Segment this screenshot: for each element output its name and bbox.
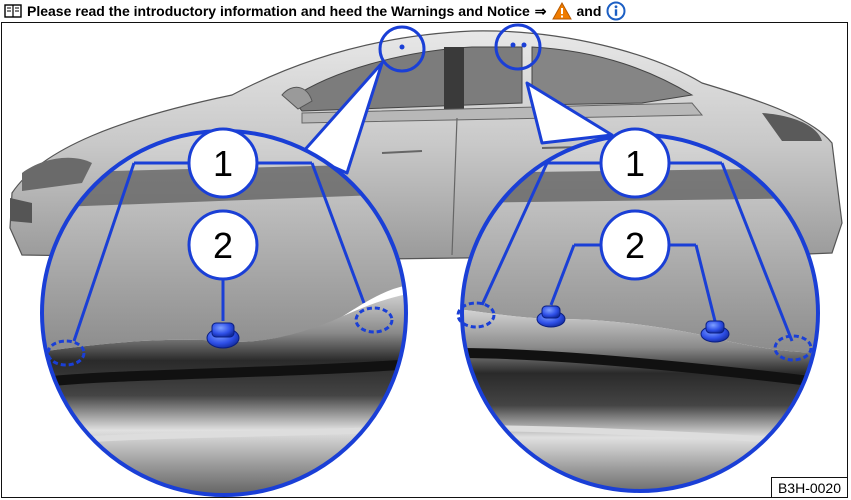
header-instruction-text: Please read the introductory information… [27,3,530,19]
figure-id-label: B3H-0020 [771,477,847,497]
callout-1-left: 1 [213,143,233,184]
technical-illustration: 1 2 [1,22,848,498]
warning-icon[interactable] [552,2,572,20]
instruction-header: Please read the introductory information… [0,0,851,22]
header-arrow: ⇒ [535,3,547,20]
callout-2-left: 2 [213,225,233,266]
callout-2-right: 2 [625,225,645,266]
callout-1-right: 1 [625,143,645,184]
info-icon[interactable] [606,1,626,21]
retaining-clip-left [207,323,239,348]
car-door-seal-diagram: 1 2 [2,23,848,498]
book-icon [4,4,22,18]
header-and-text: and [577,3,602,19]
